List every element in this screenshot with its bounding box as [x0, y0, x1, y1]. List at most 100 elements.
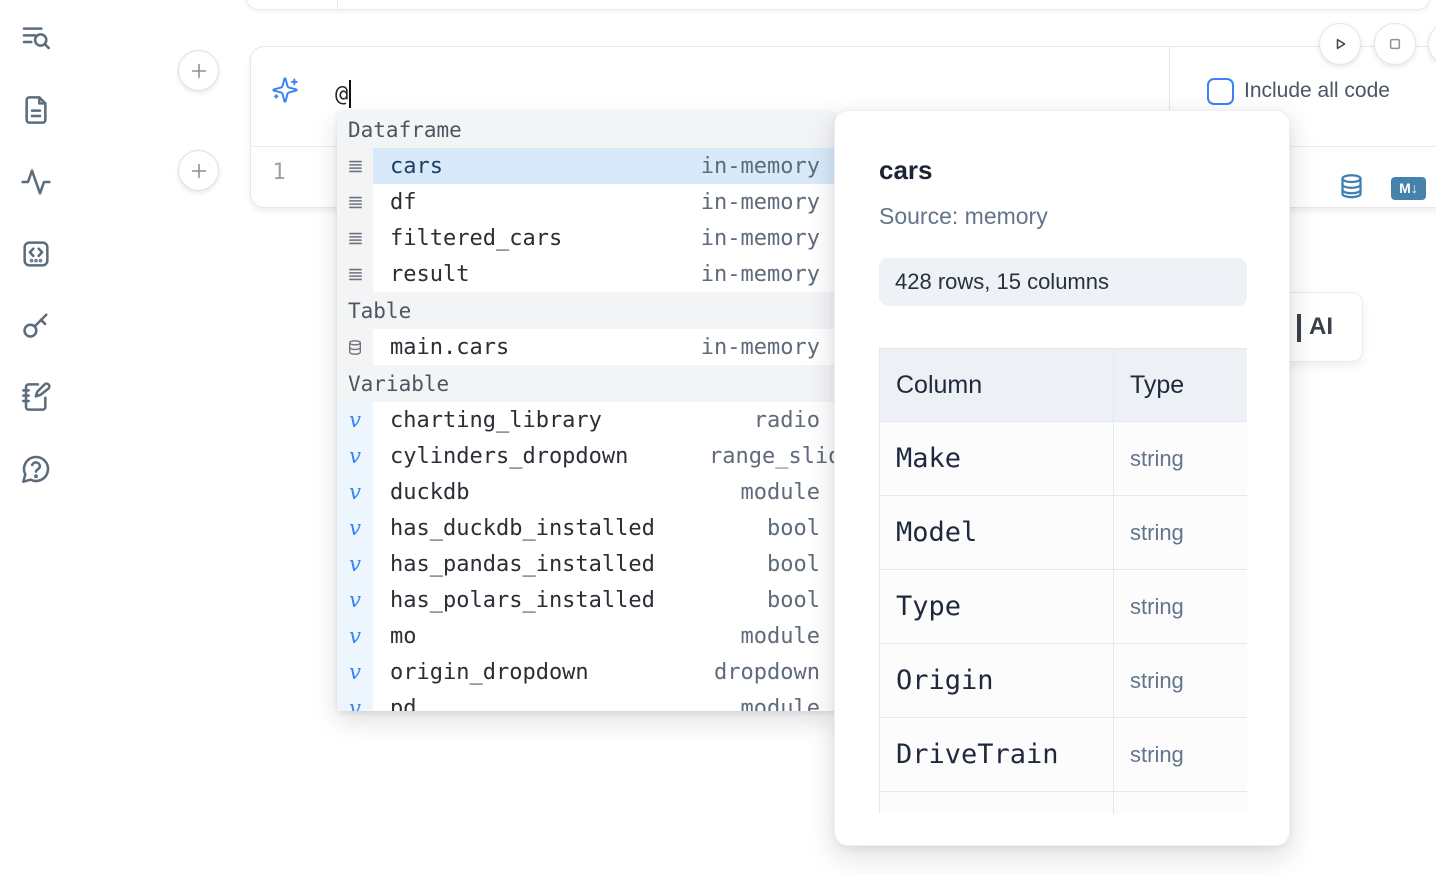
dataframe-rows-icon — [337, 220, 373, 256]
variable-icon: v — [337, 510, 373, 546]
file-text-icon[interactable] — [20, 94, 52, 126]
schema-row-partial — [879, 791, 1247, 814]
completion-item-name: charting_library — [390, 407, 602, 433]
preview-title: cars — [879, 155, 933, 185]
completion-item-type: module — [740, 695, 820, 712]
completion-item-type: module — [740, 479, 820, 505]
completion-item-main-cars[interactable]: main.cars in-memory — [337, 329, 835, 365]
completion-item-name: pd — [390, 695, 417, 712]
activity-icon[interactable] — [20, 166, 52, 198]
completion-item-name: has_duckdb_installed — [390, 515, 655, 541]
text-cursor — [349, 80, 352, 108]
completion-item-name: origin_dropdown — [390, 659, 589, 685]
schema-column-name: Type — [879, 569, 1114, 644]
completion-item-name: main.cars — [390, 334, 510, 360]
completion-item-origin_dropdown[interactable]: v origin_dropdown dropdown — [337, 654, 835, 690]
variable-icon: v — [337, 690, 373, 711]
ai-prompt-input[interactable]: @ — [335, 80, 352, 108]
completion-item-type: in-memory — [700, 189, 820, 215]
line-number: 1 — [272, 160, 286, 185]
run-cell-button[interactable] — [1319, 23, 1361, 65]
completion-item-type: bool — [767, 551, 820, 577]
schema-column-name: DriveTrain — [879, 717, 1114, 792]
completion-item-type: in-memory — [700, 334, 820, 360]
completion-item-cars[interactable]: cars in-memory — [337, 148, 835, 184]
menu-section-variable: Variable — [337, 365, 835, 402]
schema-column-name: Origin — [879, 643, 1114, 718]
help-chat-icon[interactable] — [20, 453, 52, 485]
completion-item-type: bool — [767, 515, 820, 541]
preview-source: Source: memory — [879, 203, 1048, 229]
menu-section-table: Table — [337, 292, 835, 329]
completion-item-has_duckdb_installed[interactable]: v has_duckdb_installed bool — [337, 510, 835, 546]
include-all-code-label: Include all code — [1244, 79, 1390, 102]
code-editor-row[interactable]: 1 M↓ — [251, 148, 1436, 207]
completion-item-type: in-memory — [700, 261, 820, 287]
stop-button[interactable] — [1374, 23, 1416, 65]
completion-item-type: bool — [767, 587, 820, 613]
variable-icon: v — [337, 402, 373, 438]
key-icon[interactable] — [20, 309, 52, 341]
previous-cell-fragment — [245, 0, 1431, 10]
preview-shape-badge: 428 rows, 15 columns — [879, 258, 1247, 306]
schema-column-type: string — [1113, 717, 1247, 792]
add-cell-above-button[interactable] — [178, 50, 219, 91]
schema-column-type: string — [1113, 495, 1247, 570]
dataframe-preview-panel: cars Source: memory 428 rows, 15 columns… — [834, 110, 1290, 846]
variable-icon: v — [337, 438, 373, 474]
menu-section-dataframe: Dataframe — [337, 111, 835, 148]
variable-icon: v — [337, 474, 373, 510]
include-all-code-checkbox[interactable] — [1207, 78, 1234, 105]
database-icon — [337, 329, 373, 365]
schema-header-row: Column Type — [879, 348, 1247, 422]
completion-item-type: module — [740, 623, 820, 649]
dataframe-rows-icon — [337, 256, 373, 292]
prompt-divider — [1169, 47, 1170, 147]
notebook-pen-icon[interactable] — [20, 381, 52, 413]
sparkles-icon — [271, 76, 299, 104]
dataframe-rows-icon — [337, 148, 373, 184]
code-square-icon[interactable] — [20, 238, 52, 270]
schema-header-type: Type — [1113, 348, 1247, 422]
schema-column-type: string — [1113, 643, 1247, 718]
completion-item-name: result — [390, 261, 470, 287]
completion-item-type: dropdown — [714, 659, 820, 685]
variable-icon: v — [337, 654, 373, 690]
list-search-icon[interactable] — [20, 22, 52, 54]
datasource-icon[interactable] — [1338, 173, 1365, 202]
completion-item-name: df — [390, 189, 417, 215]
prompt-value: @ — [335, 81, 349, 107]
schema-header-column: Column — [879, 348, 1114, 422]
completion-item-type: in-memory — [700, 225, 820, 251]
dataframe-rows-icon — [337, 184, 373, 220]
completion-item-result[interactable]: result in-memory — [337, 256, 835, 292]
completion-item-name: mo — [390, 623, 417, 649]
schema-column-type: string — [1113, 421, 1247, 496]
completion-item-type: in-memory — [700, 153, 820, 179]
completion-item-df[interactable]: df in-memory — [337, 184, 835, 220]
add-cell-below-button[interactable] — [178, 150, 219, 191]
completion-item-cylinders_dropdown[interactable]: v cylinders_dropdown range_slider — [337, 438, 835, 474]
completion-item-type: range_slider — [709, 443, 835, 469]
completion-item-name: cars — [390, 153, 443, 179]
markdown-badge-icon[interactable]: M↓ — [1391, 177, 1426, 200]
completion-item-name: cylinders_dropdown — [390, 443, 629, 469]
variable-icon: v — [337, 618, 373, 654]
schema-column-name: Make — [879, 421, 1114, 496]
variable-icon: v — [337, 546, 373, 582]
